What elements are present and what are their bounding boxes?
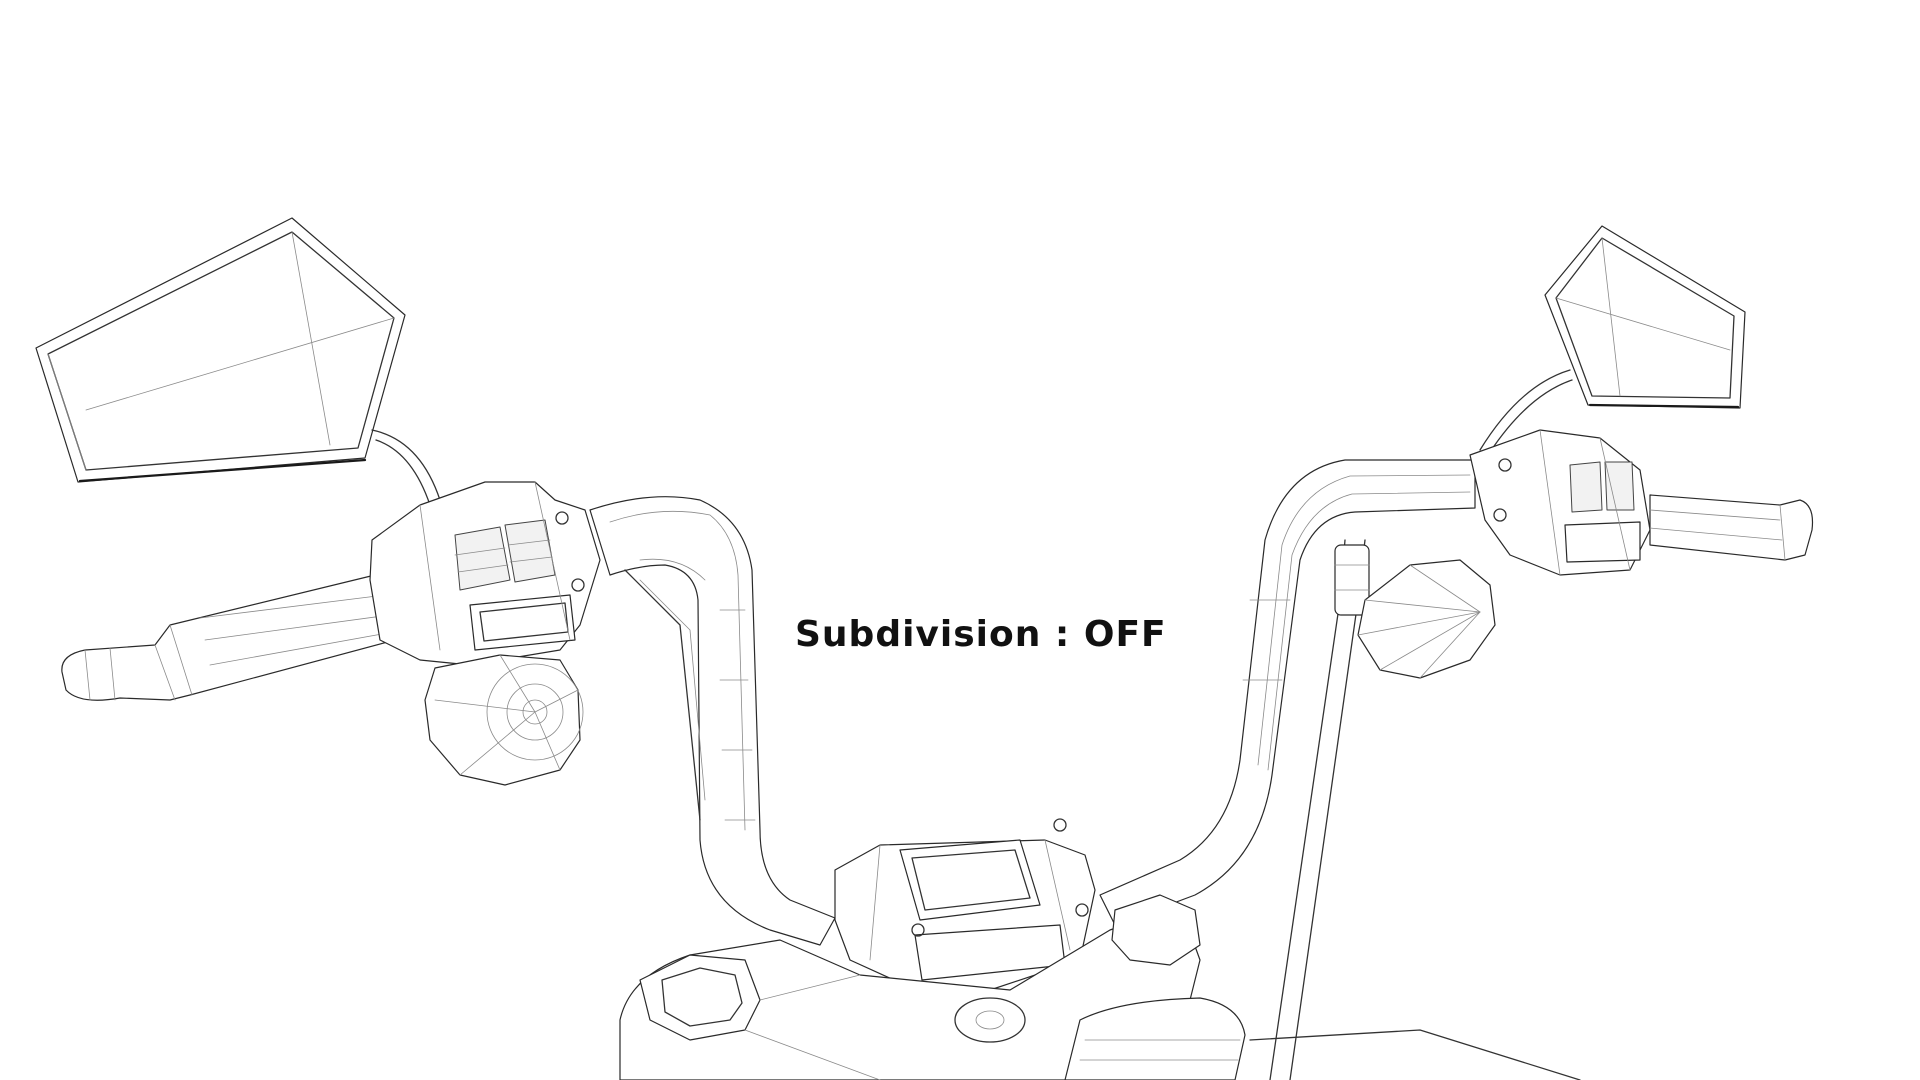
left-round-light [424, 654, 584, 786]
left-switch-housing [369, 481, 601, 666]
subdivision-status-label: Subdivision : OFF [795, 614, 1167, 655]
right-switch-housing [1469, 429, 1651, 576]
right-mirror [1479, 225, 1746, 453]
left-bar-tube [589, 496, 836, 946]
triple-tree [619, 894, 1581, 1080]
right-cable [1269, 539, 1370, 1080]
left-grip [61, 574, 396, 701]
right-bar-tube [1099, 459, 1476, 926]
right-grip [1649, 494, 1814, 561]
left-mirror [35, 217, 441, 506]
center-clamp [834, 818, 1096, 991]
right-round-light [1357, 559, 1496, 679]
